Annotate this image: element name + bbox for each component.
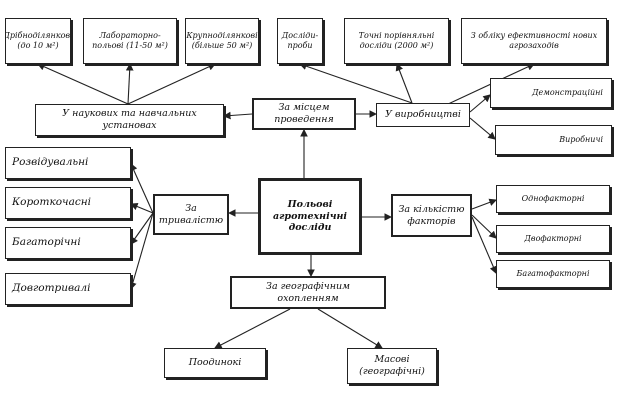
edge-institutions-lab [125, 62, 134, 105]
large-plot-node: Крупноділянкові (більше 50 м²) [185, 18, 259, 64]
edge-institutions-small [36, 63, 129, 105]
center-node: Польові агротехнічні досліди [258, 178, 362, 255]
edge-duration-multi [130, 212, 154, 245]
edge-geography-mass [317, 308, 383, 349]
edge-geography-single [214, 308, 291, 349]
edge-factors-one [471, 198, 498, 210]
edge-production-productional [469, 117, 496, 140]
single-node: Поодинокі [164, 348, 266, 378]
trial-node: Досліди-проби [277, 18, 323, 64]
edge-duration-exploratory [130, 162, 154, 214]
edge-production-precise [395, 62, 413, 104]
precise-node: Точні порівняльні досліди (2000 м²) [344, 18, 449, 64]
edge-factors-multi [471, 216, 497, 275]
small-plot-node: Дрібноділянкові (до 10 м²) [5, 18, 71, 64]
exploratory-node: Розвідувальні [5, 147, 131, 179]
multi-year-node: Багаторічні [5, 227, 131, 259]
edge-factors-two [471, 214, 497, 239]
multi-factor-node: Багатофакторні [496, 260, 610, 288]
duration-node: За тривалістю [153, 194, 229, 235]
lab-field-node: Лабораторно-польові (11-50 м²) [83, 18, 177, 64]
geography-node: За географічним охопленням [230, 276, 386, 309]
productional-node: Виробничі [495, 125, 612, 155]
long-term-node: Довготривалі [5, 273, 131, 305]
production-node: У виробництві [376, 103, 470, 127]
edge-institutions-large [127, 63, 216, 105]
demonstration-node: Демонстраційні [490, 78, 612, 108]
two-factor-node: Двофакторні [496, 225, 610, 253]
short-term-node: Короткочасні [5, 187, 131, 219]
edge-duration-long [129, 212, 154, 291]
edge-place-institutions [222, 111, 253, 120]
institutions-node: У наукових та навчальних установах [35, 104, 224, 136]
efficiency-node: З обліку ефективності нових агрозаходів [461, 18, 607, 64]
mass-node: Масові (географічні) [347, 348, 437, 384]
edge-duration-short [129, 202, 154, 214]
place-node: За місцем проведення [252, 98, 356, 130]
one-factor-node: Однофакторні [496, 185, 610, 213]
edge-production-demo [469, 94, 491, 113]
edge-production-trial [298, 62, 413, 104]
factors-node: За кількістю факторів [391, 194, 472, 237]
